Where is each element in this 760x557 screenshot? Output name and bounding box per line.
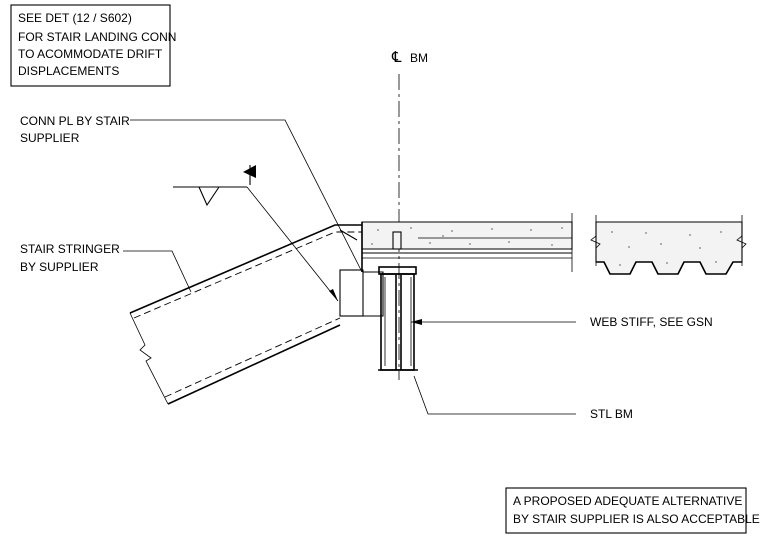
beam-top-flange	[378, 266, 417, 275]
see-detail-line-4: DISPLACEMENTS	[18, 64, 119, 78]
see-detail-line-2: FOR STAIR LANDING CONN	[18, 30, 176, 44]
see-detail-line-1: SEE DET (12 / S602)	[18, 11, 132, 25]
slab-aggregate	[371, 227, 563, 246]
stair-stringer	[129, 224, 362, 405]
centerline-label: BM	[410, 51, 428, 65]
weld-arrowhead	[329, 289, 338, 301]
weld-field-flag	[243, 165, 256, 178]
stl-bm-label: STL BM	[590, 407, 633, 421]
see-detail-note-box	[10, 4, 171, 87]
connection-plate-outline	[339, 269, 364, 317]
concrete-slab	[361, 213, 573, 272]
deck-break-left	[590, 215, 601, 266]
connection-plate-tab	[363, 271, 384, 317]
conn-pl-label-line-2: SUPPLIER	[20, 131, 80, 145]
stringer-top-edge	[129, 224, 362, 314]
deck-profile-section	[590, 215, 747, 275]
deck-profile-concrete	[595, 221, 743, 275]
alternative-line-1: A PROPOSED ADEQUATE ALTERNATIVE	[513, 494, 742, 508]
see-detail-note: SEE DET (12 / S602) FOR STAIR LANDING CO…	[10, 4, 176, 87]
web-stiff-arrowhead	[411, 319, 422, 325]
stair-stringer-leader	[123, 250, 192, 293]
conn-pl-callout: CONN PL BY STAIR SUPPLIER	[20, 114, 363, 273]
weld-fillet-symbol	[198, 186, 220, 207]
beam-centerline: ℄ BM	[391, 48, 428, 380]
stringer-bottom-inner	[164, 317, 341, 398]
stair-stringer-label-line-1: STAIR STRINGER	[20, 242, 120, 256]
steel-beam	[378, 266, 418, 371]
alternative-line-2: BY STAIR SUPPLIER IS ALSO ACCEPTABLE	[513, 512, 760, 526]
conn-pl-label-line-1: CONN PL BY STAIR	[20, 114, 130, 128]
stl-bm-leader	[413, 375, 576, 415]
stl-bm-callout: STL BM	[413, 375, 633, 421]
web-stiff-callout: WEB STIFF, SEE GSN	[411, 315, 713, 329]
stringer-nose-bevel	[339, 229, 358, 241]
stringer-top-inner	[133, 231, 362, 319]
deck-break-right	[736, 215, 747, 266]
stringer-bottom-edge	[167, 324, 341, 405]
web-stiff-label: WEB STIFF, SEE GSN	[590, 315, 713, 329]
weld-symbol	[173, 165, 339, 302]
connection-plate	[339, 269, 384, 317]
centerline-symbol: ℄	[391, 48, 402, 66]
alternative-note: A PROPOSED ADEQUATE ALTERNATIVE BY STAIR…	[505, 487, 760, 534]
see-detail-line-3: TO ACOMMODATE DRIFT	[18, 47, 163, 61]
alternative-note-box	[505, 487, 747, 534]
stair-stringer-label-line-2: BY SUPPLIER	[20, 260, 99, 274]
shear-stud	[392, 231, 402, 250]
beam-web	[380, 273, 415, 371]
deck-profile-steel	[596, 261, 742, 275]
stair-stringer-callout: STAIR STRINGER BY SUPPLIER	[20, 242, 192, 293]
stringer-break-line	[129, 312, 169, 405]
conn-pl-leader	[130, 119, 363, 273]
deck-aggregate	[611, 231, 722, 266]
